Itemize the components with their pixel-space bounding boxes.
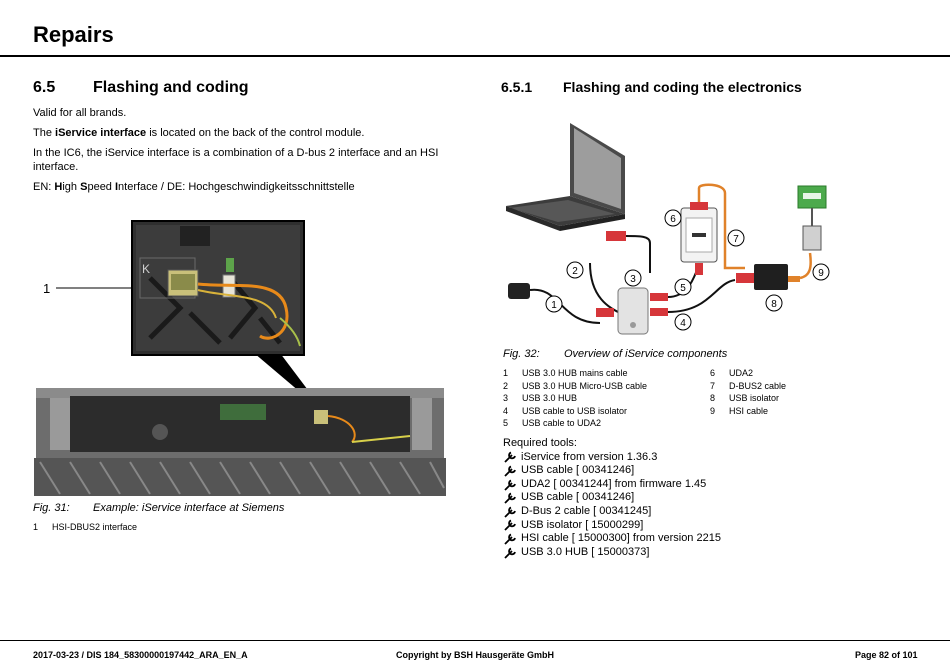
page-header-title: Repairs <box>33 22 114 47</box>
figure-32-caption: Fig. 32: Overview of iService components <box>503 348 727 360</box>
tool-item: HSI cable [ 15000300] from version 2215 <box>503 532 721 546</box>
required-tools: Required tools: iService from version 1.… <box>503 437 721 559</box>
section-title: Flashing and coding the electronics <box>563 79 802 95</box>
section-number: 6.5 <box>33 79 56 96</box>
wrench-icon <box>504 520 516 531</box>
figure-label: Fig. 31: <box>33 502 70 514</box>
tools-heading: Required tools: <box>503 437 577 449</box>
diagram-callout: 7 <box>733 234 739 245</box>
diagram-callout: 6 <box>670 214 676 225</box>
footer-divider <box>0 640 950 641</box>
footer-page-number: Page 82 of 101 <box>855 650 918 660</box>
section-heading-6-5: 6.5 Flashing and coding <box>33 79 249 97</box>
wrench-icon <box>504 492 516 504</box>
diagram-callout: 1 <box>551 300 557 311</box>
figure-caption-text: Overview of iService components <box>564 348 728 360</box>
diagram-callout: 4 <box>680 318 686 329</box>
diagram-callout: 8 <box>771 299 777 310</box>
wrench-icon <box>504 479 516 491</box>
paragraph: EN: High Speed Interface / DE: Hochgesch… <box>33 181 355 193</box>
paragraph: The iService interface is located on the… <box>33 127 365 139</box>
section-number: 6.5.1 <box>501 79 533 95</box>
svg-text:K: K <box>142 262 150 276</box>
tool-item: USB isolator [ 15000299] <box>503 519 721 533</box>
intro-text: Valid for all brands. The iService inter… <box>33 106 458 194</box>
paragraph: Valid for all brands. <box>33 107 127 119</box>
diagram-callout: 5 <box>680 283 686 294</box>
tool-item: USB 3.0 HUB [ 15000373] <box>503 546 721 560</box>
tool-item: USB cable [ 00341246] <box>503 464 721 478</box>
paragraph: In the IC6, the iService interface is a … <box>33 147 439 173</box>
figure-label: Fig. 32: <box>503 348 540 360</box>
tool-item: USB cable [ 00341246] <box>503 491 721 505</box>
footer-copyright: Copyright by BSH Hausgeräte GmbH <box>396 650 555 660</box>
diagram-callout: 2 <box>572 266 578 277</box>
bold-term: iService interface <box>55 127 147 139</box>
diagram-callout: 9 <box>818 268 824 279</box>
wrench-icon <box>504 452 516 464</box>
diagram-callout: 3 <box>630 274 636 285</box>
wrench-icon <box>504 547 516 559</box>
figure-32-diagram: 1 2 3 4 5 6 7 8 9 <box>506 123 830 335</box>
figure-31-caption: Fig. 31: Example: iService interface at S… <box>33 502 284 514</box>
tool-item: UDA2 [ 00341244] from firmware 1.45 <box>503 478 721 492</box>
section-title: Flashing and coding <box>93 79 249 96</box>
figure-caption-text: Example: iService interface at Siemens <box>93 502 285 514</box>
footer-document-id: 2017-03-23 / DIS 184_58300000197442_ARA_… <box>33 650 248 660</box>
section-heading-6-5-1: 6.5.1 Flashing and coding the electronics <box>501 79 802 95</box>
figure-callout-1: 1 <box>43 281 51 296</box>
header-divider <box>0 55 950 57</box>
wrench-icon <box>504 506 516 518</box>
wrench-icon <box>504 533 516 545</box>
tool-item: D-Bus 2 cable [ 00341245] <box>503 505 721 519</box>
tool-item: iService from version 1.36.3 <box>503 451 721 465</box>
wrench-icon <box>504 465 516 477</box>
figure-31-photo: K <box>34 220 446 496</box>
